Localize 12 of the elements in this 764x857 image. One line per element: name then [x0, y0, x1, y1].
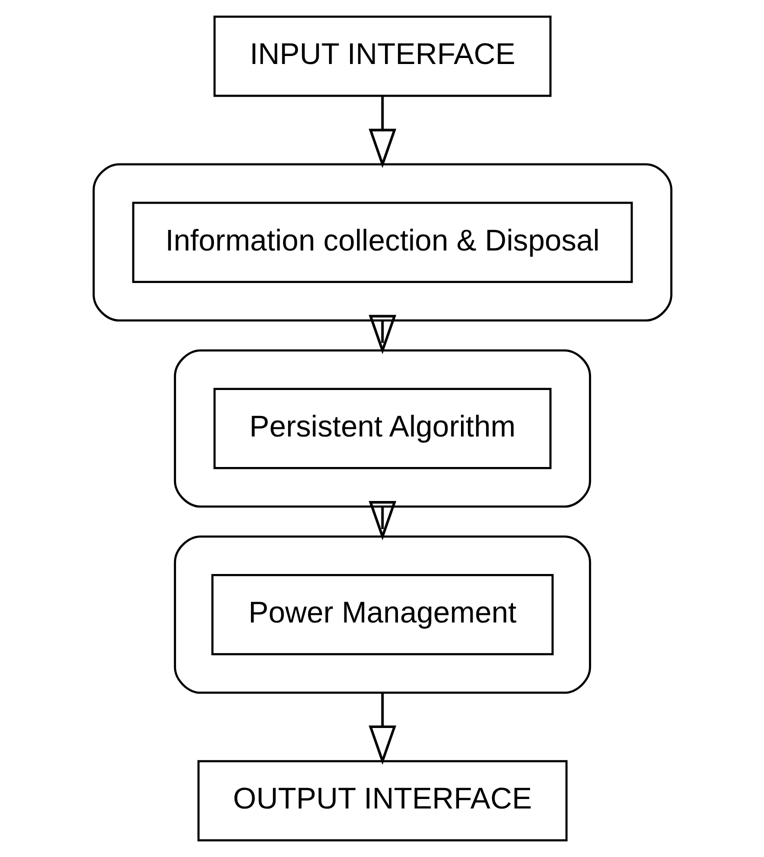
node-box: Power Management [210, 574, 554, 656]
cluster [92, 163, 672, 322]
arrow [368, 314, 396, 354]
arrow [368, 692, 396, 765]
arrow [368, 501, 396, 540]
node-box: Information collection & Disposal [132, 202, 632, 284]
cluster [173, 535, 591, 694]
node-box: Persistent Algorithm [212, 388, 552, 470]
node-box: INPUT INTERFACE [212, 16, 552, 97]
node-box: OUTPUT INTERFACE [196, 760, 568, 842]
arrow [368, 96, 396, 168]
cluster [173, 349, 591, 508]
